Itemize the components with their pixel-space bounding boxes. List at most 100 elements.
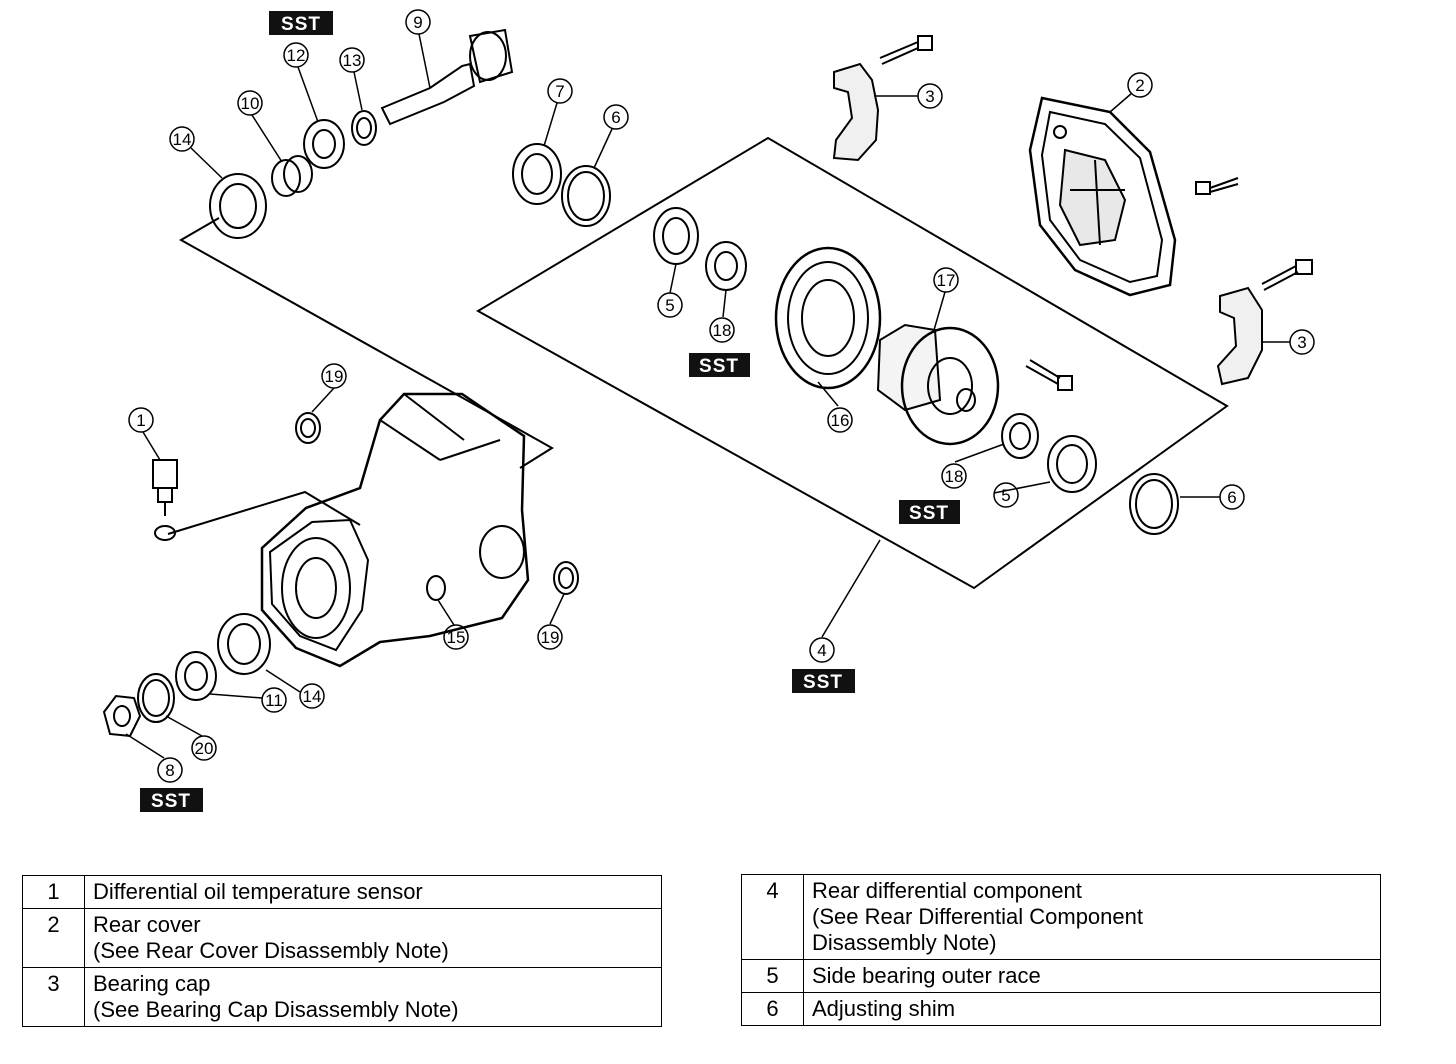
svg-text:11: 11 <box>265 691 283 710</box>
callout-5b: 5 <box>993 482 1019 508</box>
bolt <box>1025 359 1073 391</box>
companion-flange-nut-8 <box>102 694 142 738</box>
svg-text:4: 4 <box>817 641 826 660</box>
callout-15: 15 <box>443 624 469 650</box>
svg-text:16: 16 <box>831 411 850 430</box>
svg-text:6: 6 <box>1227 488 1236 507</box>
svg-text:14: 14 <box>173 130 192 149</box>
callout-16: 16 <box>827 407 853 433</box>
bearing-12 <box>303 119 345 169</box>
callouts: 1 2 3 3 4 5 5 6 6 7 8 9 10 11 12 13 14 1… <box>128 9 1315 783</box>
callout-1: 1 <box>128 407 154 433</box>
svg-text:5: 5 <box>665 296 674 315</box>
callout-7: 7 <box>547 78 573 104</box>
legend-row: 1 Differential oil temperature sensor <box>22 875 662 909</box>
callout-14b: 14 <box>299 683 325 709</box>
svg-text:5: 5 <box>1001 486 1010 505</box>
sst-badge-side-bearing-a: SST <box>689 353 750 377</box>
callout-5a: 5 <box>657 292 683 318</box>
svg-text:2: 2 <box>1135 76 1144 95</box>
exploded-view-diagram: 1 2 3 3 4 5 5 6 6 7 8 9 10 11 12 13 14 1… <box>102 9 1315 812</box>
bearing-cap-upper <box>832 62 880 162</box>
svg-text:19: 19 <box>325 367 344 386</box>
washer-20 <box>137 673 175 723</box>
legend-row: 5 Side bearing outer race <box>741 959 1381 993</box>
legend-name: Differential oil temperature sensor <box>93 879 423 904</box>
sst-badges: SST SST SST SST SST <box>140 11 960 812</box>
bearing-race-14a <box>209 173 267 239</box>
callout-3a: 3 <box>917 83 943 109</box>
sst-badge-side-bearing-b: SST <box>899 500 960 524</box>
legend-description: Adjusting shim <box>803 992 1381 1026</box>
svg-text:3: 3 <box>1297 333 1306 352</box>
svg-text:SST: SST <box>151 791 191 812</box>
legend-note: (See Rear Differential Component Disasse… <box>812 904 1143 955</box>
collapsible-spacer-10 <box>271 155 313 197</box>
svg-text:8: 8 <box>165 761 174 780</box>
svg-text:3: 3 <box>925 87 934 106</box>
differential-case <box>876 323 1000 446</box>
svg-text:SST: SST <box>803 672 843 693</box>
callout-17: 17 <box>933 267 959 293</box>
callout-2: 2 <box>1127 72 1153 98</box>
oil-temperature-sensor <box>152 459 178 541</box>
oil-seal-7 <box>512 143 562 205</box>
drive-pinion <box>380 28 514 126</box>
rear-cover <box>1028 96 1177 297</box>
legend-number: 6 <box>741 992 804 1026</box>
bolt <box>879 35 933 65</box>
svg-text:SST: SST <box>699 356 739 377</box>
bearing-race-14b <box>217 613 271 675</box>
oil-seal-19a <box>295 412 321 444</box>
legend-description: Side bearing outer race <box>803 959 1381 993</box>
bearing-cap-lower <box>1216 286 1263 386</box>
side-bearing-18a <box>705 241 747 291</box>
bearing-11 <box>175 651 217 701</box>
legend-name: Side bearing outer race <box>812 963 1041 988</box>
svg-text:19: 19 <box>541 628 560 647</box>
svg-text:15: 15 <box>447 628 466 647</box>
legend-row: 6 Adjusting shim <box>741 992 1381 1026</box>
legend-row: 2 Rear cover(See Rear Cover Disassembly … <box>22 908 662 968</box>
legend-description: Rear differential component(See Rear Dif… <box>803 874 1381 960</box>
callout-18b: 18 <box>941 463 967 489</box>
rear-differential-component-outline <box>476 136 1229 590</box>
legend-description: Bearing cap(See Bearing Cap Disassembly … <box>84 967 662 1027</box>
sst-badge-component: SST <box>792 669 855 693</box>
side-bearing-18b <box>1001 413 1039 459</box>
legend-table-right: 4 Rear differential component(See Rear D… <box>741 874 1381 1026</box>
callout-19a: 19 <box>321 363 347 389</box>
legend-number: 5 <box>741 959 804 993</box>
legend-name: Bearing cap <box>93 971 211 996</box>
legend-table-left: 1 Differential oil temperature sensor 2 … <box>22 875 662 1027</box>
legend-number: 2 <box>22 908 85 968</box>
callout-11: 11 <box>261 687 287 713</box>
svg-text:18: 18 <box>713 321 732 340</box>
callout-13: 13 <box>339 47 365 73</box>
pinion-group-bracket <box>178 217 554 469</box>
svg-text:20: 20 <box>195 739 214 758</box>
shim-6a <box>561 165 611 227</box>
sensor-bracket <box>167 490 361 535</box>
sst-badge-pinion: SST <box>269 11 333 35</box>
legend-description: Differential oil temperature sensor <box>84 875 662 909</box>
svg-text:SST: SST <box>909 503 949 524</box>
bolt <box>1261 259 1313 291</box>
svg-text:7: 7 <box>555 82 564 101</box>
svg-text:17: 17 <box>937 271 956 290</box>
legend-name: Rear cover <box>93 912 201 937</box>
legend-number: 3 <box>22 967 85 1027</box>
legend-number: 4 <box>741 874 804 960</box>
legend-name: Adjusting shim <box>812 996 956 1021</box>
callout-9: 9 <box>405 9 431 35</box>
svg-text:6: 6 <box>611 108 620 127</box>
svg-text:SST: SST <box>281 14 321 35</box>
callout-6a: 6 <box>603 104 629 130</box>
bolt <box>1195 177 1239 195</box>
sst-badge-nut: SST <box>140 788 203 812</box>
svg-text:9: 9 <box>413 13 422 32</box>
spacer-13 <box>351 110 377 146</box>
legend-note: (See Rear Cover Disassembly Note) <box>93 938 449 963</box>
svg-text:12: 12 <box>287 46 306 65</box>
ring-gear <box>774 246 882 390</box>
